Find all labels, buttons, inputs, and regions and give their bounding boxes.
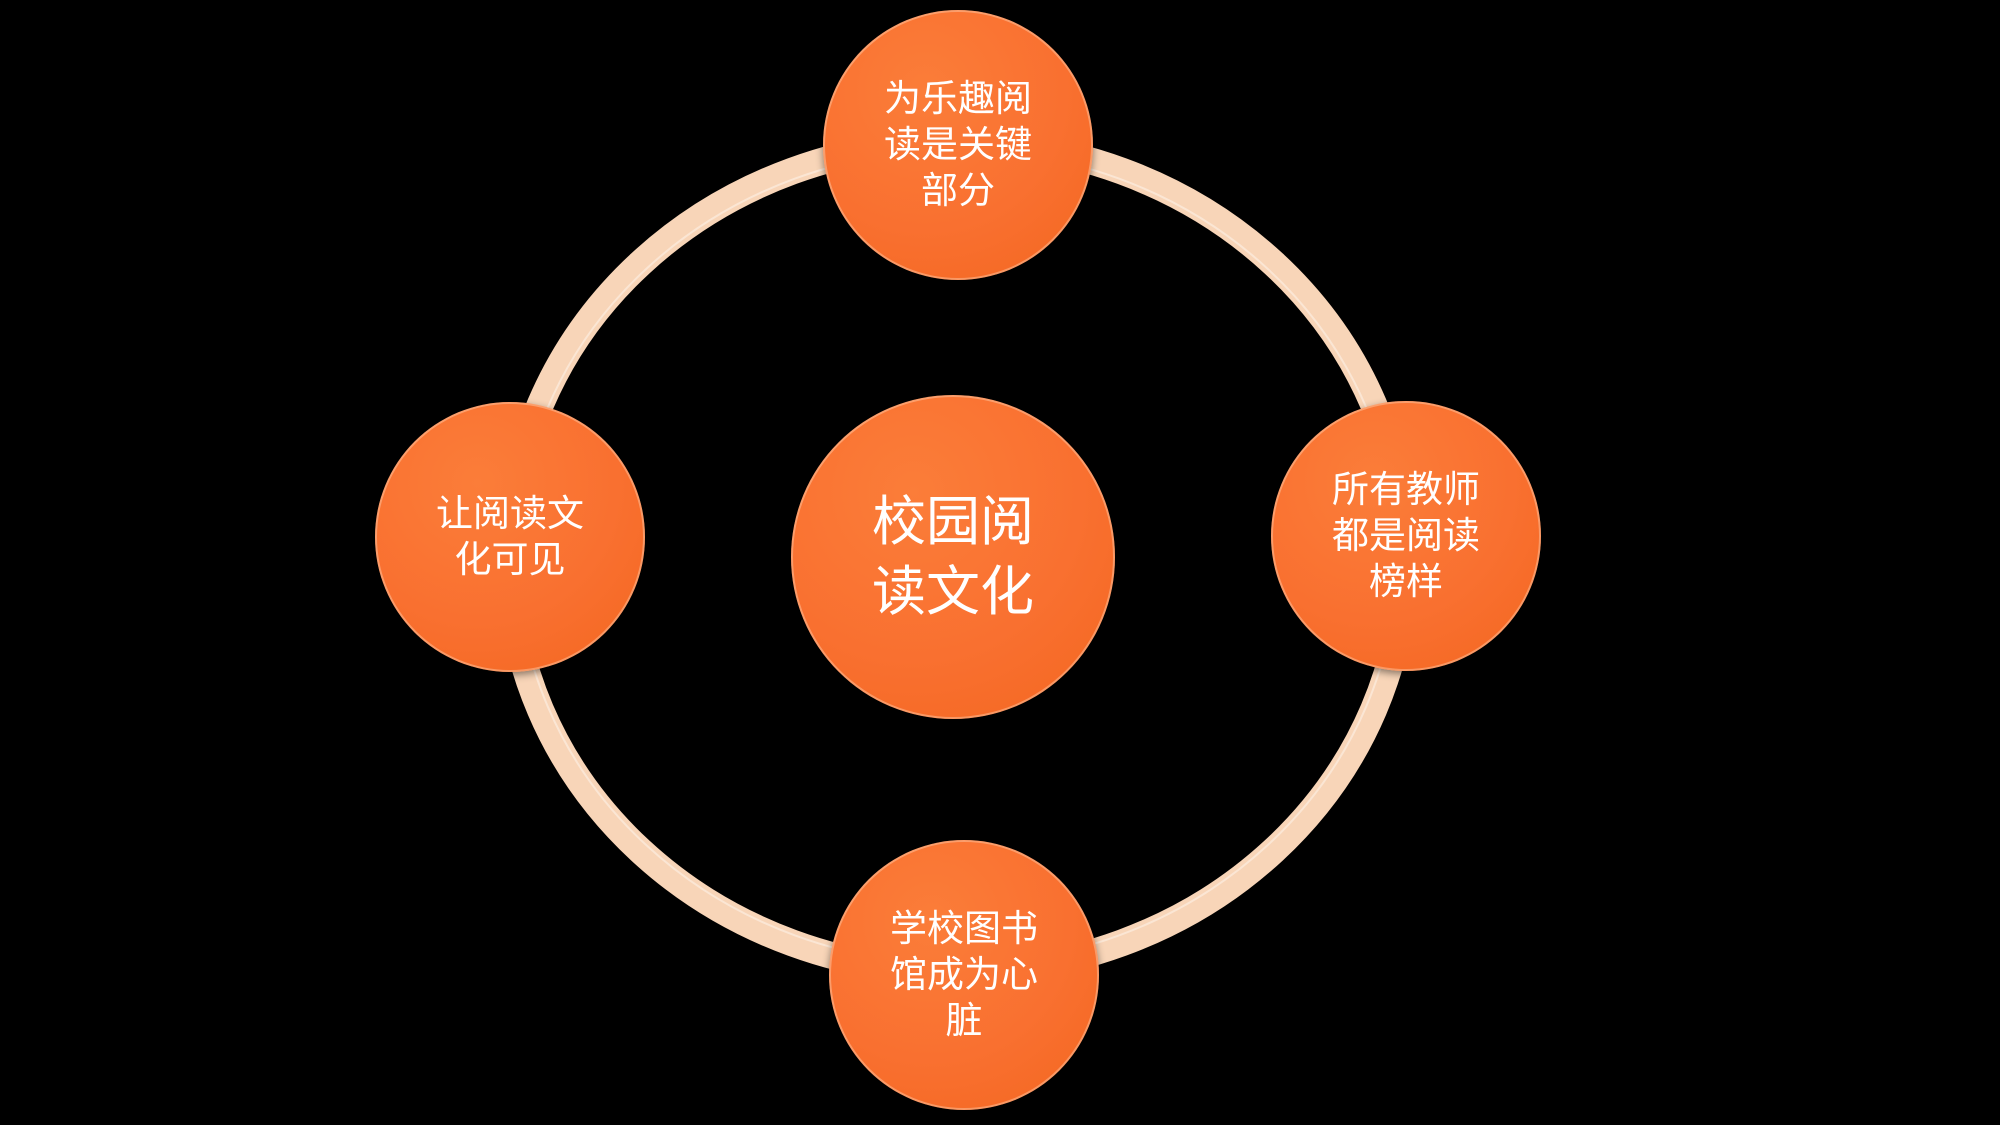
center-node-circle: 校园阅 读文化 [791,395,1115,719]
node-label-line: 所有教师 [1332,469,1480,510]
node-label-line: 为乐趣阅 [884,78,1032,119]
node-left-circle: 让阅读文 化可见 [375,402,645,672]
node-label-line: 脏 [945,1000,983,1041]
node-label-line: 读是关键 [884,124,1032,165]
node-right-circle: 所有教师 都是阅读 榜样 [1271,401,1541,671]
node-bottom-circle: 学校图书 馆成为心 脏 [829,840,1099,1110]
center-node-label-line: 读文化 [872,562,1034,622]
node-label-line: 让阅读文 [436,493,584,534]
node-label-line: 榜样 [1369,561,1443,602]
node-label-line: 学校图书 [890,908,1038,949]
node-label-line: 部分 [921,170,995,211]
node-label-line: 馆成为心 [890,954,1038,995]
node-label-line: 都是阅读 [1332,515,1480,556]
center-node-label-line: 校园阅 [872,492,1034,552]
node-top-circle: 为乐趣阅 读是关键 部分 [823,10,1093,280]
node-label-line: 化可见 [454,539,566,580]
